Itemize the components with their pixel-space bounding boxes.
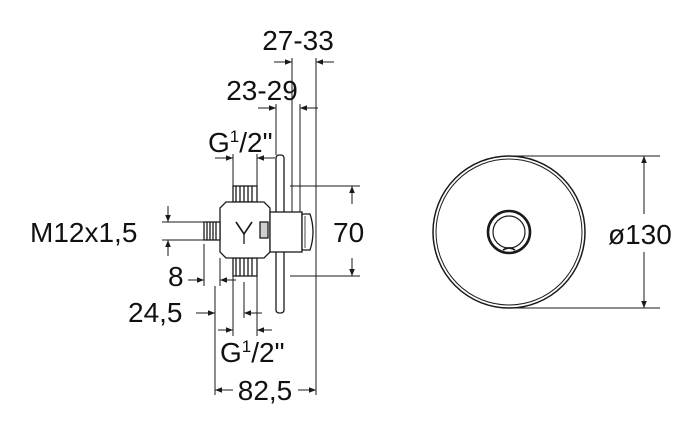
valve-side-view xyxy=(203,154,314,314)
button-indicator xyxy=(502,247,516,251)
cover-plate-outer xyxy=(432,155,586,309)
dim-27-33: 27-33 xyxy=(262,25,334,56)
dim-8: 8 xyxy=(168,261,184,292)
dim-g-half-top: G1/2" xyxy=(208,127,273,158)
cover-plate-inner xyxy=(435,158,583,306)
dim-70: 70 xyxy=(333,217,364,248)
push-button-ring xyxy=(486,209,532,255)
dim-24-5: 24,5 xyxy=(128,297,183,328)
dim-82-5: 82,5 xyxy=(238,375,293,406)
push-button xyxy=(301,213,314,251)
cartridge xyxy=(269,211,303,253)
dimension-lines xyxy=(162,58,660,395)
dimension-labels: 27-33 23-29 G1/2" M12x1,5 70 8 24,5 G1/2… xyxy=(30,25,672,406)
dim-g-half-bottom: G1/2" xyxy=(220,337,285,368)
dim-diameter-130: ø130 xyxy=(608,219,672,250)
dim-m12x1-5: M12x1,5 xyxy=(30,217,137,248)
valve-front-view xyxy=(432,155,586,309)
dim-23-29: 23-29 xyxy=(226,75,298,106)
